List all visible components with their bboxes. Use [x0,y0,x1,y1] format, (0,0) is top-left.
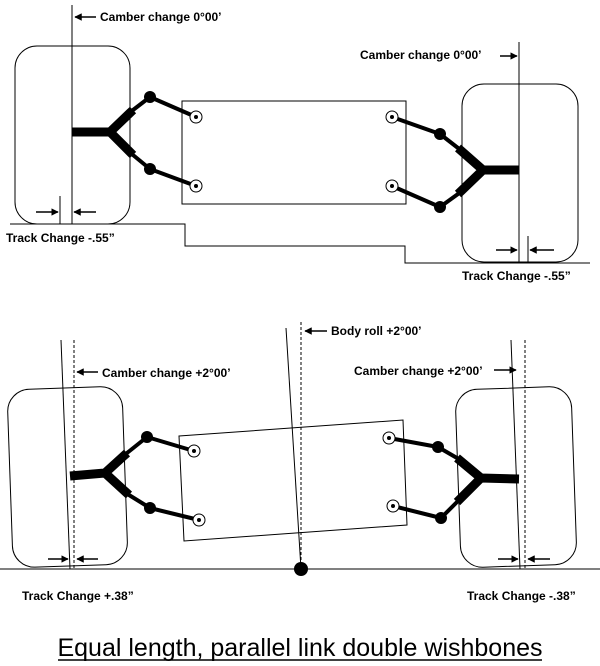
top-left-upper-link [148,95,198,119]
top-right-upper-link [390,115,442,136]
bottom-scene: Body roll +2°00’ Camber change +2°00’ Ca… [0,322,600,603]
bottom-right-upper-balljoint [432,441,444,453]
top-left-lower-pivot [194,184,198,188]
top-right-upper-balljoint [434,128,446,140]
bottom-left-lower-link [148,506,201,522]
roll-center-dot [294,562,308,576]
bottom-left-upper-link [145,435,196,453]
top-ground-line [10,223,590,264]
bottom-left-camber-line [60,339,71,570]
bottom-right-camber-label: Camber change +2°00’ [354,364,483,378]
body-roll-tilted-line [285,327,302,570]
bottom-left-hub [69,449,133,499]
bottom-right-hub [453,454,520,506]
top-left-camber-label: Camber change 0°00’ [100,10,222,24]
body-roll-label: Body roll +2°00’ [331,324,422,338]
bottom-left-upper-pivot [192,449,196,453]
bottom-right-lower-balljoint [435,512,447,524]
top-right-lower-pivot [390,184,394,188]
bottom-right-upper-pivot [387,436,391,440]
top-left-hub [72,106,137,159]
top-right-hub [454,144,519,198]
bottom-left-track-label: Track Change +.38” [22,589,134,603]
top-right-lower-link [390,184,442,209]
top-left-lower-balljoint [144,163,156,175]
bottom-left-upper-balljoint [141,431,153,443]
top-body-box [181,100,407,205]
bottom-right-upper-link [387,436,440,449]
top-right-track-label: Track Change -.55” [462,269,571,283]
bottom-body-box [178,419,408,542]
top-right-wheel [461,83,579,263]
top-left-upper-balljoint [144,91,156,103]
bottom-right-camber-line [510,339,521,570]
bottom-right-lower-pivot [391,504,395,508]
top-left-track-label: Track Change -.55” [6,231,115,245]
top-left-lower-link [148,167,198,188]
top-scene: Camber change 0°00’ Camber change 0°00’ … [6,5,590,283]
bottom-right-track-label: Track Change -.38” [467,589,576,603]
top-right-lower-balljoint [434,201,446,213]
bottom-left-wheel [7,386,128,568]
top-right-upper-pivot [390,115,394,119]
top-left-upper-pivot [194,115,198,119]
bottom-right-lower-link [391,504,443,520]
top-right-camber-label: Camber change 0°00’ [360,48,482,62]
bottom-left-lower-pivot [197,518,201,522]
bottom-left-camber-label: Camber change +2°00’ [102,366,231,380]
bottom-left-lower-balljoint [144,502,156,514]
diagram-caption: Equal length, parallel link double wishb… [57,634,542,662]
